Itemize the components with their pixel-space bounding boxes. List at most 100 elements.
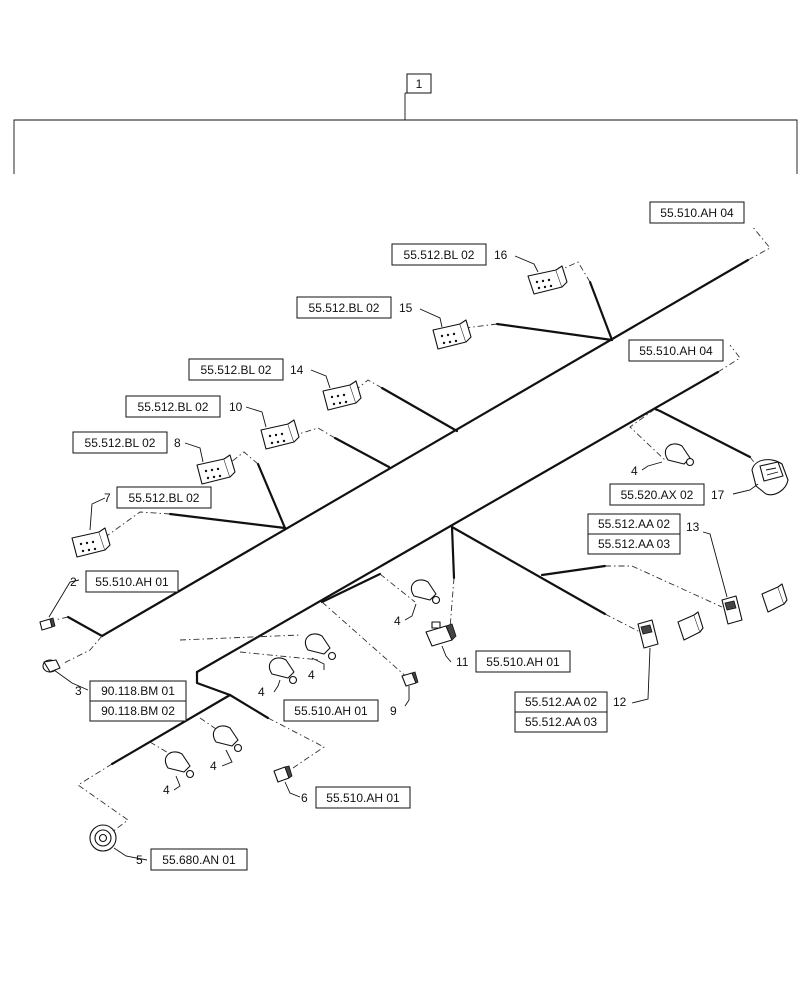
callout-number: 17 — [711, 488, 725, 502]
assembly-item-number: 1 — [416, 77, 423, 91]
clamp-4a — [664, 443, 695, 467]
wire-end-ref-w2: 55.510.AH 04 — [628, 339, 724, 362]
clamp-4e — [212, 725, 243, 753]
callout-ref: 55.510.AH 01 — [95, 575, 169, 589]
callout-number: 6 — [301, 791, 308, 805]
callout-ref: 55.512.BL 02 — [85, 436, 156, 450]
clamp-4d — [268, 657, 298, 685]
callout-14: 55.512.BL 02 14 — [188, 358, 304, 381]
connector-10 — [260, 419, 300, 450]
callout-ref: 55.512.BL 02 — [309, 301, 380, 315]
terminal-6 — [273, 765, 293, 783]
lower-branch-left — [110, 693, 232, 766]
callout-2: 55.510.AH 01 2 — [70, 570, 179, 593]
callout-ref: 55.520.AX 02 — [621, 488, 694, 502]
callout-4-number: 4 — [210, 759, 217, 773]
terminal-9 — [401, 671, 419, 687]
harness-wires — [66, 258, 752, 766]
callout-3: 90.118.BM 01 90.118.BM 02 3 — [75, 680, 187, 722]
connector-12 — [637, 611, 704, 649]
callout-number: 2 — [70, 575, 77, 589]
callout-ref: 55.512.AA 02 — [525, 695, 597, 709]
callout-ref: 55.512.AA 03 — [525, 715, 597, 729]
callout-number: 13 — [686, 520, 700, 534]
callout-ref: 55.512.AA 02 — [598, 517, 670, 531]
clamp-4f — [164, 751, 195, 779]
callout-ref: 55.512.BL 02 — [138, 400, 209, 414]
connector-15 — [432, 319, 472, 350]
callout-ref: 55.512.BL 02 — [129, 491, 200, 505]
main-trunk — [100, 258, 750, 638]
wire-end-leads — [717, 225, 771, 373]
callout-ref: 55.512.AA 03 — [598, 537, 670, 551]
callout-number: 16 — [494, 248, 508, 262]
callout-5: 55.680.AN 01 5 — [136, 848, 248, 871]
grommet-5 — [89, 824, 117, 852]
callout-number: 15 — [399, 301, 413, 315]
callout-number: 8 — [174, 436, 181, 450]
callout-6: 55.510.AH 01 6 — [301, 786, 411, 809]
lower-run — [195, 670, 270, 720]
branch-8 — [256, 462, 287, 530]
boot-3 — [42, 659, 61, 673]
callout-15: 55.512.BL 02 15 — [296, 296, 413, 319]
callout-4-number: 4 — [394, 614, 401, 628]
callout-number: 5 — [136, 853, 143, 867]
callout-ref: 90.118.BM 02 — [101, 704, 175, 718]
clamp-4c — [304, 633, 337, 661]
connector-8 — [196, 454, 236, 485]
callout-9: 55.510.AH 01 9 — [283, 699, 397, 722]
callout-4-number: 4 — [163, 783, 170, 797]
connector-7 — [71, 527, 111, 558]
wire-end-ref-w1: 55.510.AH 04 — [649, 201, 745, 224]
callout-12: 55.512.AA 02 55.512.AA 03 12 — [514, 691, 627, 733]
callout-number: 3 — [75, 684, 82, 698]
wire-end-ref-text: 55.510.AH 04 — [639, 344, 713, 358]
callout-8: 55.512.BL 02 8 — [72, 431, 181, 454]
callout-ref: 55.510.AH 01 — [294, 704, 368, 718]
branch-11 — [450, 525, 456, 580]
callout-ref: 55.510.AH 01 — [326, 791, 400, 805]
branch-14 — [380, 386, 459, 433]
connector-13 — [721, 583, 788, 625]
callout-ref: 90.118.BM 01 — [101, 684, 175, 698]
callout-17: 55.520.AX 02 17 — [609, 483, 725, 506]
branch-17 — [653, 407, 752, 459]
assembly-bracket: 1 — [13, 73, 798, 174]
second-trunk — [195, 370, 720, 674]
callout-13: 55.512.AA 02 55.512.AA 03 13 — [587, 513, 700, 555]
branch-15 — [495, 322, 614, 342]
wire-end-ref-text: 55.510.AH 04 — [660, 206, 734, 220]
connector-11 — [425, 621, 457, 647]
branch-2 — [66, 615, 104, 638]
callout-number: 9 — [390, 704, 397, 718]
callout-number: 14 — [290, 363, 304, 377]
assembly-item-box — [406, 73, 432, 94]
connector-17 — [751, 459, 789, 496]
callout-number: 12 — [613, 695, 627, 709]
branch-12-13 — [450, 525, 607, 616]
callout-16: 55.512.BL 02 16 — [391, 243, 508, 266]
terminal-2 — [39, 617, 56, 631]
branch-7 — [168, 512, 287, 530]
callout-number: 11 — [456, 655, 469, 669]
connector-16 — [527, 265, 568, 295]
callout-number: 10 — [229, 400, 243, 414]
branch-16 — [588, 280, 614, 342]
callout-ref: 55.510.AH 01 — [486, 655, 560, 669]
callout-4-number: 4 — [308, 668, 315, 682]
branch-13 — [540, 564, 607, 577]
callout-4-number: 4 — [258, 685, 265, 699]
callout-11: 55.510.AH 01 11 — [456, 650, 571, 673]
callout-ref: 55.512.BL 02 — [201, 363, 272, 377]
connector-14 — [322, 380, 362, 411]
branch-10 — [333, 436, 391, 469]
callout-number: 7 — [104, 491, 111, 505]
callout-leaders — [48, 255, 759, 861]
branch-9 — [320, 572, 382, 604]
callout-4-number: 4 — [631, 464, 638, 478]
callout-7: 55.512.BL 02 7 — [104, 486, 212, 509]
callout-10: 55.512.BL 02 10 — [125, 395, 243, 418]
callout-ref: 55.680.AN 01 — [162, 853, 236, 867]
